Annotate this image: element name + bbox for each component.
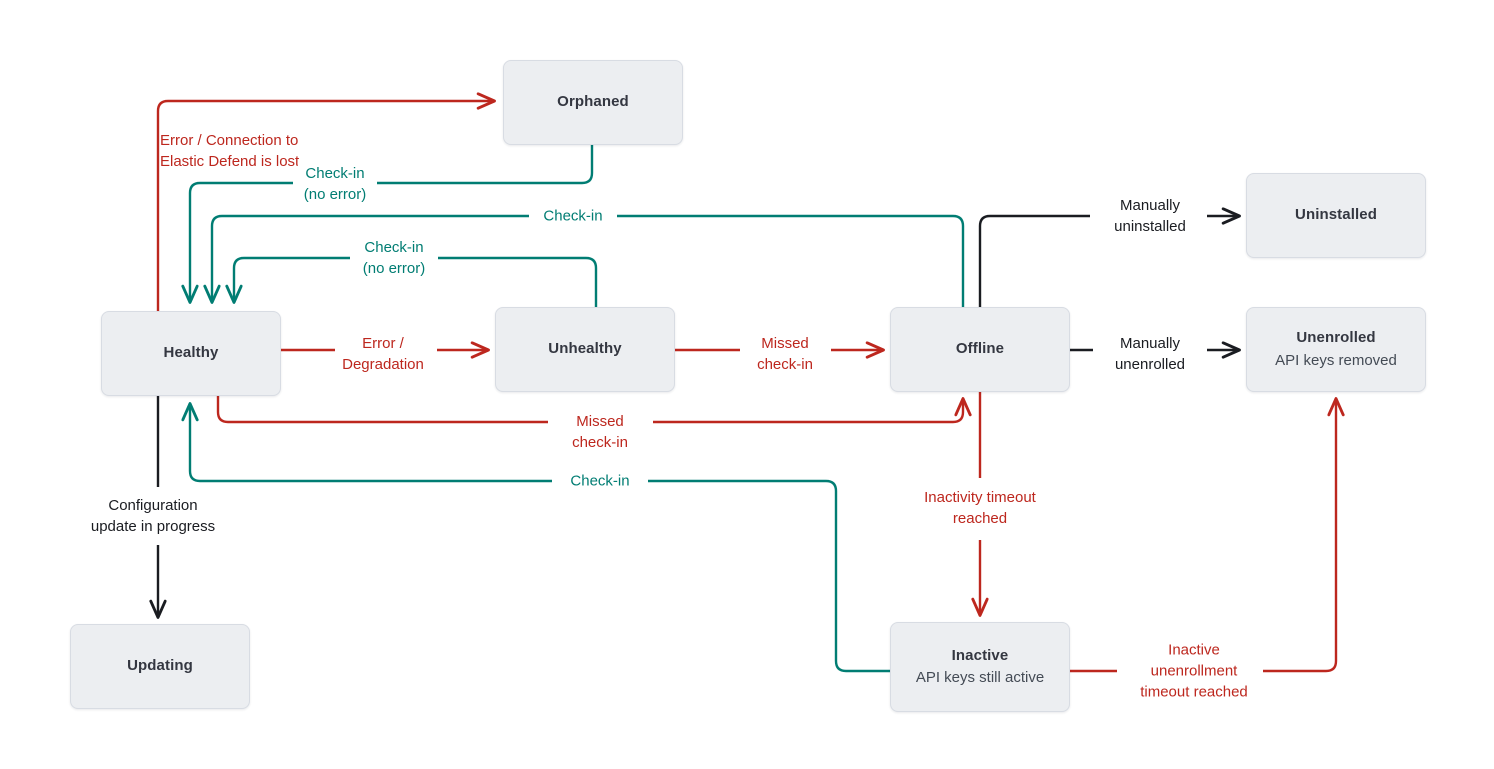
edge-unhealthy-to-healthy-b [225,256,350,304]
state-node-title: Unhealthy [548,340,622,358]
edge-label-offline-to-uninstalled: Manually uninstalled [1108,195,1192,237]
state-node-subtitle: API keys removed [1275,351,1397,369]
edge-label-healthy-to-unhealthy: Error / Degradation [336,333,430,375]
edge-orphaned-to-healthy-a [377,145,594,185]
edge-label-healthy-to-orphaned: Error / Connection to Elastic Defend is … [160,132,300,170]
edge-label-offline-to-healthy: Check-in [537,205,609,227]
edge-label-offline-to-unenrolled: Manually unenrolled [1108,333,1192,375]
state-node-unhealthy[interactable]: Unhealthy [495,307,675,392]
state-node-title: Orphaned [557,93,629,111]
edge-unhealthy-to-healthy-a [438,256,598,307]
edge-label-inactive-to-healthy: Check-in [564,470,636,492]
edge-label-healthy-to-updating: Configuration update in progress [90,497,216,535]
edge-label-orphaned-to-healthy: Check-in (no error) [297,163,373,205]
edge-healthy-to-offline-b [653,397,972,424]
edge-inactive-to-healthy-b [181,402,552,483]
edge-offline-to-healthy-a [617,214,965,307]
edge-healthy-to-offline-a [216,396,548,424]
state-node-title: Healthy [163,344,219,362]
state-node-orphaned[interactable]: Orphaned [503,60,683,145]
edge-healthy-to-orphaned [156,92,496,311]
state-node-updating[interactable]: Updating [70,624,250,709]
state-node-uninstalled[interactable]: Uninstalled [1246,173,1426,258]
edge-label-healthy-to-offline: Missed check-in [566,411,634,453]
state-node-inactive[interactable]: Inactive API keys still active [890,622,1070,712]
edge-label-unhealthy-to-offline: Missed check-in [751,333,819,375]
edge-label-unhealthy-to-healthy: Check-in (no error) [356,237,432,279]
edge-label-offline-to-inactive: Inactivity timeout reached [924,489,1036,527]
state-node-title: Unenrolled [1296,329,1376,347]
edge-inactive-to-healthy-a [648,479,890,673]
state-node-title: Uninstalled [1295,206,1377,224]
state-node-title: Offline [955,340,1005,358]
edge-inactive-to-unenrolled-b [1263,397,1345,673]
state-node-healthy[interactable]: Healthy [101,311,281,396]
edge-offline-to-uninstalled-a [978,214,1090,307]
state-node-offline[interactable]: Offline [890,307,1070,392]
state-node-title: Updating [127,657,193,675]
edge-offline-to-healthy-b [203,214,529,304]
state-node-unenrolled[interactable]: Unenrolled API keys removed [1246,307,1426,392]
state-node-subtitle: API keys still active [915,669,1045,686]
state-node-title: Inactive [951,646,1009,664]
edge-label-inactive-to-unenrolled: Inactive unenrollment timeout reached [1140,641,1248,701]
edge-orphaned-to-healthy-b [181,181,293,304]
